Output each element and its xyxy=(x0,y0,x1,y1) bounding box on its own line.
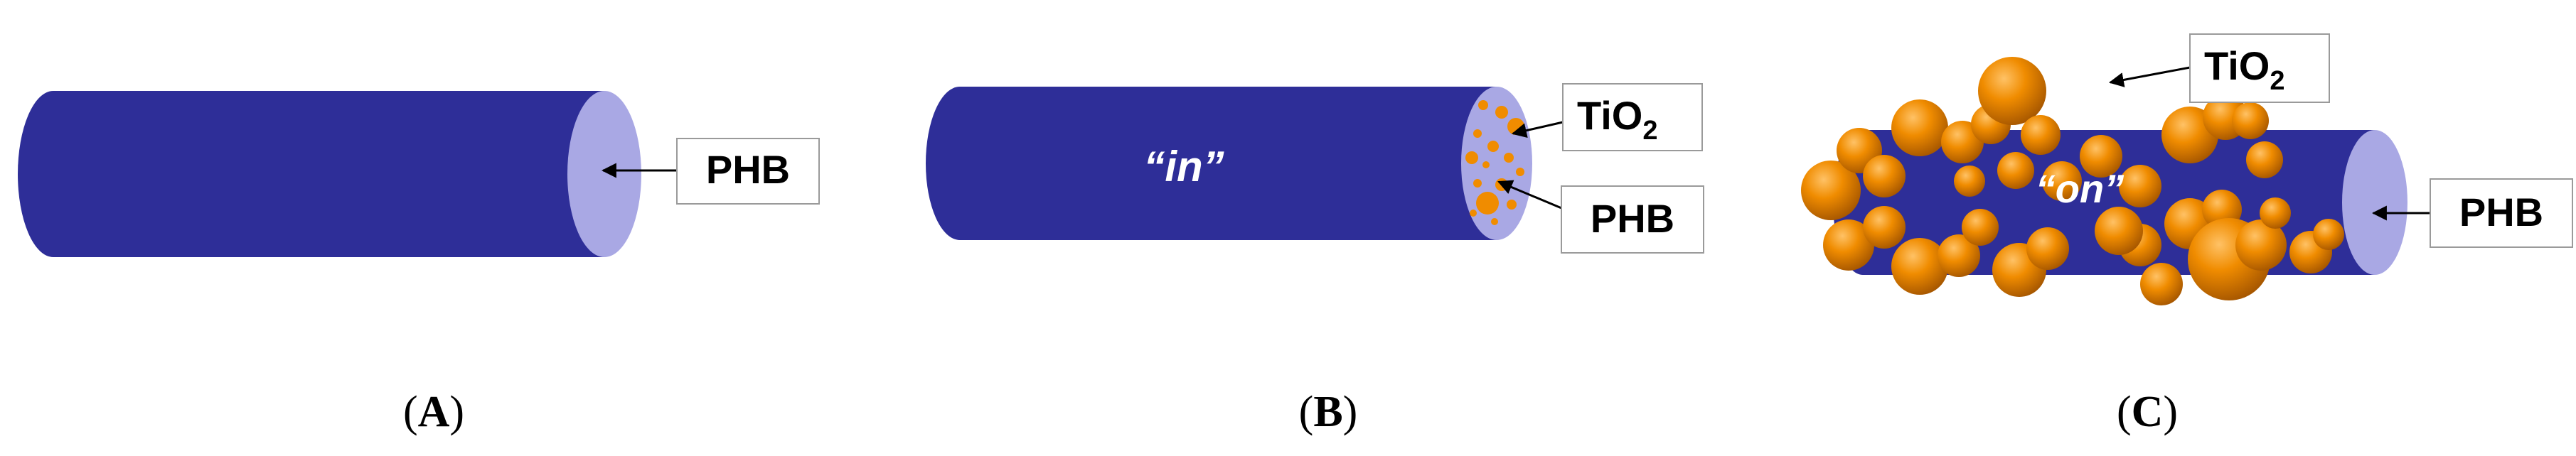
tio2-particle-outside xyxy=(2313,219,2344,250)
phb-label-box-a xyxy=(676,138,820,205)
tio2-particle-inside xyxy=(1473,129,1482,138)
tio2-particle-outside xyxy=(2021,115,2061,155)
tio2-particle-outside xyxy=(1954,165,1985,197)
tio2-particle-inside xyxy=(1516,168,1524,176)
tio2-particle-inside xyxy=(1476,192,1499,215)
phb-label-c: PHB xyxy=(2459,190,2543,234)
tio2-particle-outside xyxy=(1962,209,1999,246)
tio2-particle-outside xyxy=(1891,99,1948,156)
tio2-particle-inside xyxy=(1465,151,1478,164)
phb-label-b: PHB xyxy=(1591,196,1674,241)
tio2-particle-inside xyxy=(1482,161,1490,168)
tio2-particle-outside xyxy=(2026,227,2069,270)
caption-c: (C) xyxy=(2117,388,2178,436)
tio2-particle-inside xyxy=(1491,218,1498,225)
tio2-particle-outside xyxy=(1891,238,1948,295)
tio2-particle-outside xyxy=(1978,57,2046,125)
tio2-particle-outside xyxy=(2119,165,2161,207)
tio2-particle-inside xyxy=(1507,200,1517,210)
tio2-particle-inside xyxy=(1470,210,1477,217)
panel-a: PHB (A) xyxy=(18,91,820,436)
tio2-label-b: TiO2 xyxy=(1577,93,1657,146)
tio2-particle-outside xyxy=(1863,155,1906,197)
tio2-particle-outside xyxy=(2260,197,2291,229)
fiber-a-cross-section xyxy=(567,91,641,257)
tio2-particle-outside xyxy=(2080,135,2122,178)
tio2-particle-inside xyxy=(1495,106,1508,119)
panel-c: “on” TiO2 PHB (C) xyxy=(1801,33,2573,436)
fiber-c-on-text: “on” xyxy=(2036,166,2124,211)
tio2-particle-outside xyxy=(2246,141,2283,178)
panel-b: “in” TiO2 PHB (B) xyxy=(926,83,1704,436)
tio2-arrow-b xyxy=(1511,121,1564,139)
tio2-arrow-c xyxy=(2108,66,2191,87)
phb-label-box-c xyxy=(2430,178,2573,248)
phb-label-a: PHB xyxy=(706,147,790,192)
caption-a: (A) xyxy=(403,388,464,436)
fiber-b xyxy=(926,87,1532,240)
fiber-a xyxy=(18,91,641,257)
caption-b: (B) xyxy=(1299,388,1358,436)
tio2-particle-inside xyxy=(1478,100,1488,110)
tio2-label-c: TiO2 xyxy=(2204,43,2284,96)
tio2-particle-outside xyxy=(1863,206,1906,249)
tio2-particle-inside xyxy=(1473,179,1482,188)
tio2-particle-outside xyxy=(2232,102,2269,139)
tio2-particle-outside xyxy=(1938,234,1980,277)
fiber-c-cross-section xyxy=(2342,130,2407,275)
tio2-particles-outside xyxy=(1801,57,2344,305)
tio2-particle-outside xyxy=(1997,152,2034,189)
tio2-particle-inside xyxy=(1504,153,1514,163)
tio2-particle-outside xyxy=(2235,219,2287,271)
phb-label-box-b xyxy=(1561,185,1704,254)
tio2-particle-outside xyxy=(1823,219,1874,271)
tio2-label-box-c xyxy=(2189,33,2330,103)
phb-arrow-b xyxy=(1497,180,1571,213)
tio2-particle-outside xyxy=(2095,207,2143,255)
tio2-particle-inside xyxy=(1487,141,1499,152)
fiber-b-in-text: “in” xyxy=(1143,143,1224,190)
tio2-particle-outside xyxy=(1801,161,1861,220)
tio2-label-box-b xyxy=(1562,83,1703,151)
tio2-particle-outside xyxy=(2042,161,2082,201)
tio2-particle-outside xyxy=(2140,263,2183,305)
